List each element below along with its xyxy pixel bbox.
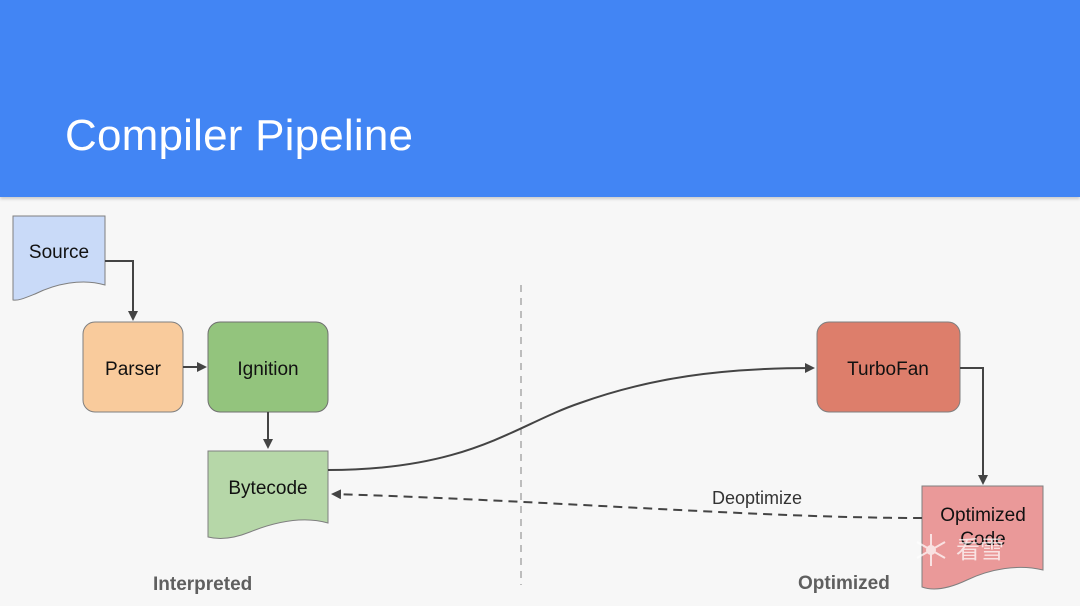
optimized-code-node: Optimized Code (921, 485, 1044, 590)
title-bar: Compiler Pipeline (0, 0, 1080, 197)
bytecode-to-turbofan-edge (327, 363, 815, 471)
turbofan-label: TurboFan (847, 359, 929, 380)
parser-node: Parser (82, 321, 184, 413)
deoptimize-edge (331, 489, 923, 519)
optimized-code-label-line-1: Optimized (940, 505, 1026, 526)
watermark-text: 看雪 (956, 536, 1004, 564)
source-node: Source (12, 215, 106, 301)
slide-title: Compiler Pipeline (65, 111, 414, 160)
optimized-code-label-line-2: Code (960, 529, 1005, 550)
turbofan-node: TurboFan (816, 321, 961, 413)
deoptimize-label: Deoptimize (712, 488, 802, 508)
interpreted-section-label: Interpreted (153, 574, 252, 595)
watermark: 看雪 (916, 534, 1004, 566)
bytecode-node: Bytecode (207, 450, 329, 539)
source-label: Source (29, 242, 89, 263)
turbofan-to-optimized-code-edge (960, 367, 988, 485)
snowflake-icon (916, 534, 946, 566)
bytecode-label: Bytecode (228, 478, 307, 499)
ignition-label: Ignition (237, 359, 298, 380)
source-to-parser-edge (105, 260, 138, 321)
optimized-section-label: Optimized (798, 573, 890, 594)
ignition-node: Ignition (207, 321, 329, 413)
parser-label: Parser (105, 359, 162, 380)
